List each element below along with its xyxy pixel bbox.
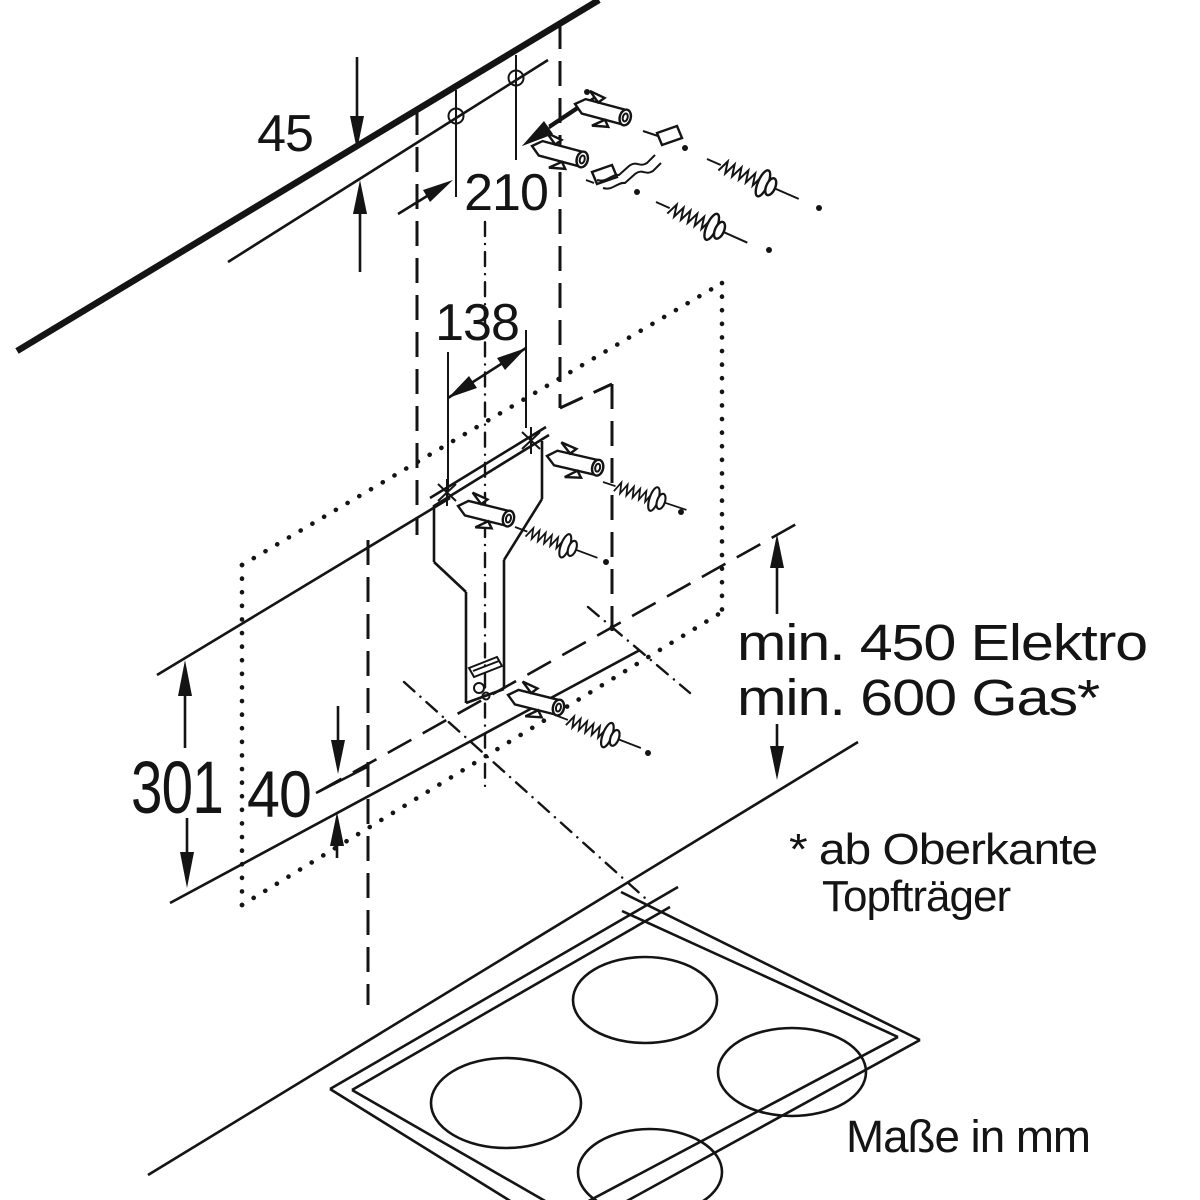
hood-dotted-outline bbox=[239, 280, 725, 908]
alignment-centerline-to-hob bbox=[402, 605, 692, 900]
chimney-bracket-icon bbox=[585, 124, 684, 190]
burner-ring bbox=[571, 955, 719, 1045]
burner-ring bbox=[429, 1056, 583, 1150]
footnote-line1: * ab Oberkante bbox=[789, 825, 1097, 874]
dim-138-group: 138 bbox=[435, 294, 527, 490]
chimney-base-dashed-line bbox=[315, 520, 801, 795]
units-note: Maße in mm bbox=[846, 1111, 1090, 1162]
dim-301-group: 301 bbox=[131, 660, 224, 888]
cooktop bbox=[329, 885, 921, 1200]
burner-ring bbox=[576, 1127, 724, 1200]
counter-edge-line bbox=[147, 740, 859, 1177]
plate-bottom-clip bbox=[467, 655, 504, 701]
dim-138-label: 138 bbox=[435, 294, 519, 352]
dim-40-group: 40 bbox=[247, 706, 345, 858]
min-clearance-electric: min. 450 Elektro bbox=[737, 614, 1147, 671]
min-clearance-gas: min. 600 Gas* bbox=[737, 669, 1100, 726]
dim-40-label: 40 bbox=[247, 757, 311, 831]
chimney-duct-dashed-outline bbox=[415, 24, 614, 642]
plate-hook-right bbox=[521, 427, 541, 454]
lower-reference-line bbox=[169, 648, 641, 905]
drill-hole-reference-line bbox=[227, 58, 549, 264]
dim-210-label: 210 bbox=[464, 164, 548, 222]
footnote-line2: Topfträger bbox=[822, 872, 1010, 921]
hood-bottom-reference-line bbox=[156, 496, 451, 677]
ceiling-edge-line bbox=[15, 0, 601, 354]
drill-hole-2 bbox=[507, 55, 525, 160]
dim-45-label: 45 bbox=[257, 105, 313, 163]
footnote: * ab Oberkante Topfträger bbox=[789, 825, 1098, 921]
burner-ring bbox=[716, 1026, 868, 1118]
drill-hole-1 bbox=[447, 90, 465, 197]
plate-hook-left bbox=[437, 479, 457, 506]
dim-301-label: 301 bbox=[131, 746, 223, 829]
reference-dots bbox=[584, 89, 822, 756]
dim-45-group: 45 bbox=[257, 57, 367, 272]
min-clearance-dim-group: min. 450 Elektro min. 600 Gas* bbox=[737, 534, 1148, 780]
